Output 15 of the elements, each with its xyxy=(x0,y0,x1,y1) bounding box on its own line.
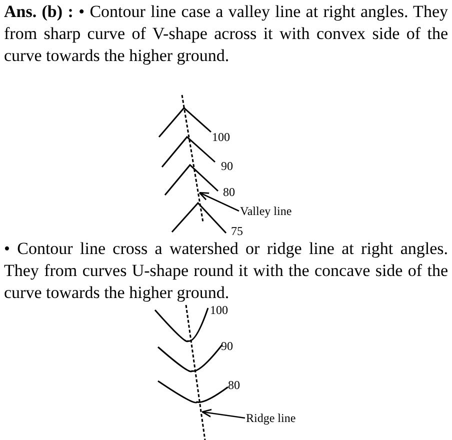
contour-value: 90 xyxy=(221,159,233,173)
contour-value: 100 xyxy=(212,130,230,144)
valley-line xyxy=(181,94,204,222)
leader-label: Valley line xyxy=(240,204,292,218)
contour-value: 100 xyxy=(210,303,228,317)
paragraph: Ans. (b) : • Contour line case a valley line at right angles. They from sharp curve of V-shape across it with convex side of the curve towards the higher ground. xyxy=(4,1,448,67)
leader-line xyxy=(201,408,246,419)
contour-value: 80 xyxy=(228,378,240,392)
ridge-line xyxy=(185,304,206,440)
contour-value: 90 xyxy=(221,339,233,353)
contour-value: 80 xyxy=(223,185,235,199)
leader-line xyxy=(198,192,240,212)
contour-value: 75 xyxy=(231,224,243,238)
leader-label: Ridge line xyxy=(246,411,296,425)
paragraph: • Contour line cross a watershed or ridge line at right angles. They from curves U-shape round it with the concave side of the curve towards the higher ground. xyxy=(4,238,448,304)
